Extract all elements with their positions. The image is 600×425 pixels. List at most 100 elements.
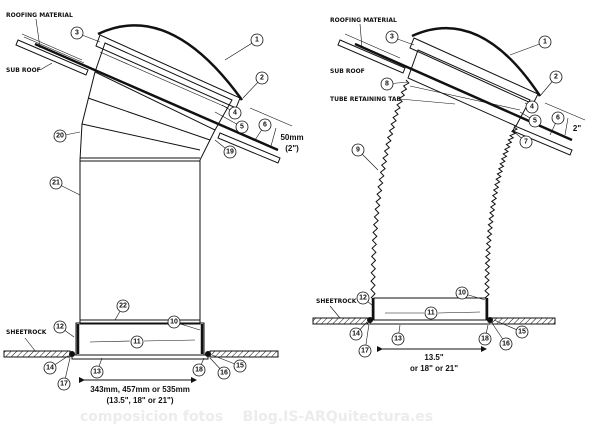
callout-circle bbox=[478, 332, 492, 346]
callout-13: 13 bbox=[391, 324, 405, 346]
width-metric: 343mm, 457mm or 535mm bbox=[90, 385, 190, 394]
callout-number: 17 bbox=[60, 381, 68, 388]
roof-left bbox=[15, 33, 281, 164]
callout-circle bbox=[351, 143, 365, 157]
callout-number: 3 bbox=[390, 34, 394, 41]
callout-number: 10 bbox=[170, 319, 178, 326]
callout-circle bbox=[349, 327, 363, 341]
light-tube-left bbox=[79, 160, 201, 322]
callout-number: 17 bbox=[361, 348, 369, 355]
left-diagram: 343mm, 457mm or 535mm (13.5", 18" or 21"… bbox=[3, 12, 304, 405]
callout-8: 8 bbox=[380, 77, 409, 91]
callout-16: 16 bbox=[209, 357, 231, 380]
callout-2: 2 bbox=[242, 71, 269, 99]
callout-6: 6 bbox=[254, 118, 272, 141]
callout-circle bbox=[455, 286, 469, 300]
watermark: composicion fotos Blog.IS-ARQuitectura.e… bbox=[80, 409, 433, 425]
callout-18: 18 bbox=[192, 357, 206, 377]
callout-9: 9 bbox=[351, 143, 379, 171]
callout-2: 2 bbox=[539, 70, 563, 97]
callout-circle bbox=[53, 320, 67, 334]
callout-number: 21 bbox=[52, 180, 60, 187]
callout-circle bbox=[250, 33, 264, 47]
callout-number: 11 bbox=[133, 339, 141, 346]
dimension-right: 13.5" or 18" or 21" bbox=[377, 346, 487, 373]
callout-number: 13 bbox=[93, 369, 101, 376]
callout-number: 19 bbox=[226, 149, 234, 156]
label-sub-roof: SUB ROOF bbox=[6, 67, 41, 74]
callout-circle bbox=[424, 306, 438, 320]
callout-1: 1 bbox=[509, 35, 552, 56]
callout-circle bbox=[391, 332, 405, 346]
callout-circle bbox=[116, 299, 130, 313]
callout-17: 17 bbox=[57, 357, 71, 391]
callout-number: 18 bbox=[481, 336, 489, 343]
callout-3: 3 bbox=[385, 30, 415, 46]
diffuser-left bbox=[69, 319, 211, 360]
callout-number: 2 bbox=[260, 75, 264, 82]
callout-number: 11 bbox=[427, 310, 435, 317]
callout-14: 14 bbox=[349, 321, 368, 341]
callout-circle bbox=[549, 70, 563, 84]
callout-19: 19 bbox=[214, 139, 237, 159]
callout-circle bbox=[358, 344, 372, 358]
callout-11: 11 bbox=[424, 306, 438, 320]
callout-3: 3 bbox=[70, 26, 101, 43]
callout-number: 15 bbox=[236, 363, 244, 370]
callout-circle bbox=[167, 315, 181, 329]
callout-5: 5 bbox=[214, 111, 249, 134]
width-imperial-2: or 18" or 21" bbox=[410, 364, 458, 373]
callout-circle bbox=[192, 363, 206, 377]
callout-circle bbox=[499, 337, 513, 351]
sheetrock-left bbox=[3, 350, 279, 358]
callout-circle bbox=[528, 114, 542, 128]
label-sheetrock: SHEETROCK bbox=[316, 298, 357, 305]
callout-20: 20 bbox=[53, 129, 81, 143]
callout-circle bbox=[223, 145, 237, 159]
callout-circle bbox=[356, 291, 370, 305]
roof-right bbox=[337, 33, 573, 156]
sheetrock-right bbox=[312, 317, 556, 325]
label-roofing-material: ROOFING MATERIAL bbox=[330, 17, 397, 24]
callout-13: 13 bbox=[90, 357, 104, 379]
callout-circle bbox=[90, 365, 104, 379]
callout-number: 20 bbox=[56, 133, 64, 140]
callout-number: 16 bbox=[220, 370, 228, 377]
label-sheetrock: SHEETROCK bbox=[6, 329, 47, 336]
offset-inch: (2") bbox=[285, 144, 299, 153]
callout-number: 10 bbox=[458, 290, 466, 297]
callout-number: 14 bbox=[46, 365, 54, 372]
dimension-left: 343mm, 457mm or 535mm (13.5", 18" or 21"… bbox=[79, 377, 197, 405]
callout-circle bbox=[70, 26, 84, 40]
callout-number: 14 bbox=[352, 331, 360, 338]
offset-inch: 2" bbox=[573, 124, 581, 133]
callout-21: 21 bbox=[49, 176, 81, 196]
callout-circle bbox=[217, 366, 231, 380]
callout-number: 2 bbox=[554, 74, 558, 81]
callout-circle bbox=[525, 100, 539, 114]
width-imperial: (13.5", 18" or 21") bbox=[107, 396, 174, 405]
callout-number: 6 bbox=[263, 122, 267, 129]
callout-circle bbox=[130, 335, 144, 349]
callout-circle bbox=[255, 71, 269, 85]
callout-number: 7 bbox=[524, 139, 528, 146]
callout-number: 12 bbox=[56, 324, 64, 331]
callout-number: 4 bbox=[530, 104, 534, 111]
callout-12: 12 bbox=[53, 320, 75, 338]
callout-number: 1 bbox=[543, 39, 547, 46]
callout-circle bbox=[49, 176, 63, 190]
callout-10: 10 bbox=[455, 286, 486, 301]
callout-circle bbox=[53, 129, 67, 143]
callout-number: 4 bbox=[233, 110, 237, 117]
callout-circle bbox=[258, 118, 272, 132]
callout-number: 18 bbox=[195, 367, 203, 374]
offset-dimension-left: 50mm (2") bbox=[249, 107, 304, 153]
callout-number: 6 bbox=[556, 115, 560, 122]
callout-number: 3 bbox=[75, 30, 79, 37]
flexible-tube-right bbox=[370, 79, 519, 299]
offset-dimension-right: 2" bbox=[544, 102, 586, 136]
callout-1: 1 bbox=[224, 33, 264, 61]
